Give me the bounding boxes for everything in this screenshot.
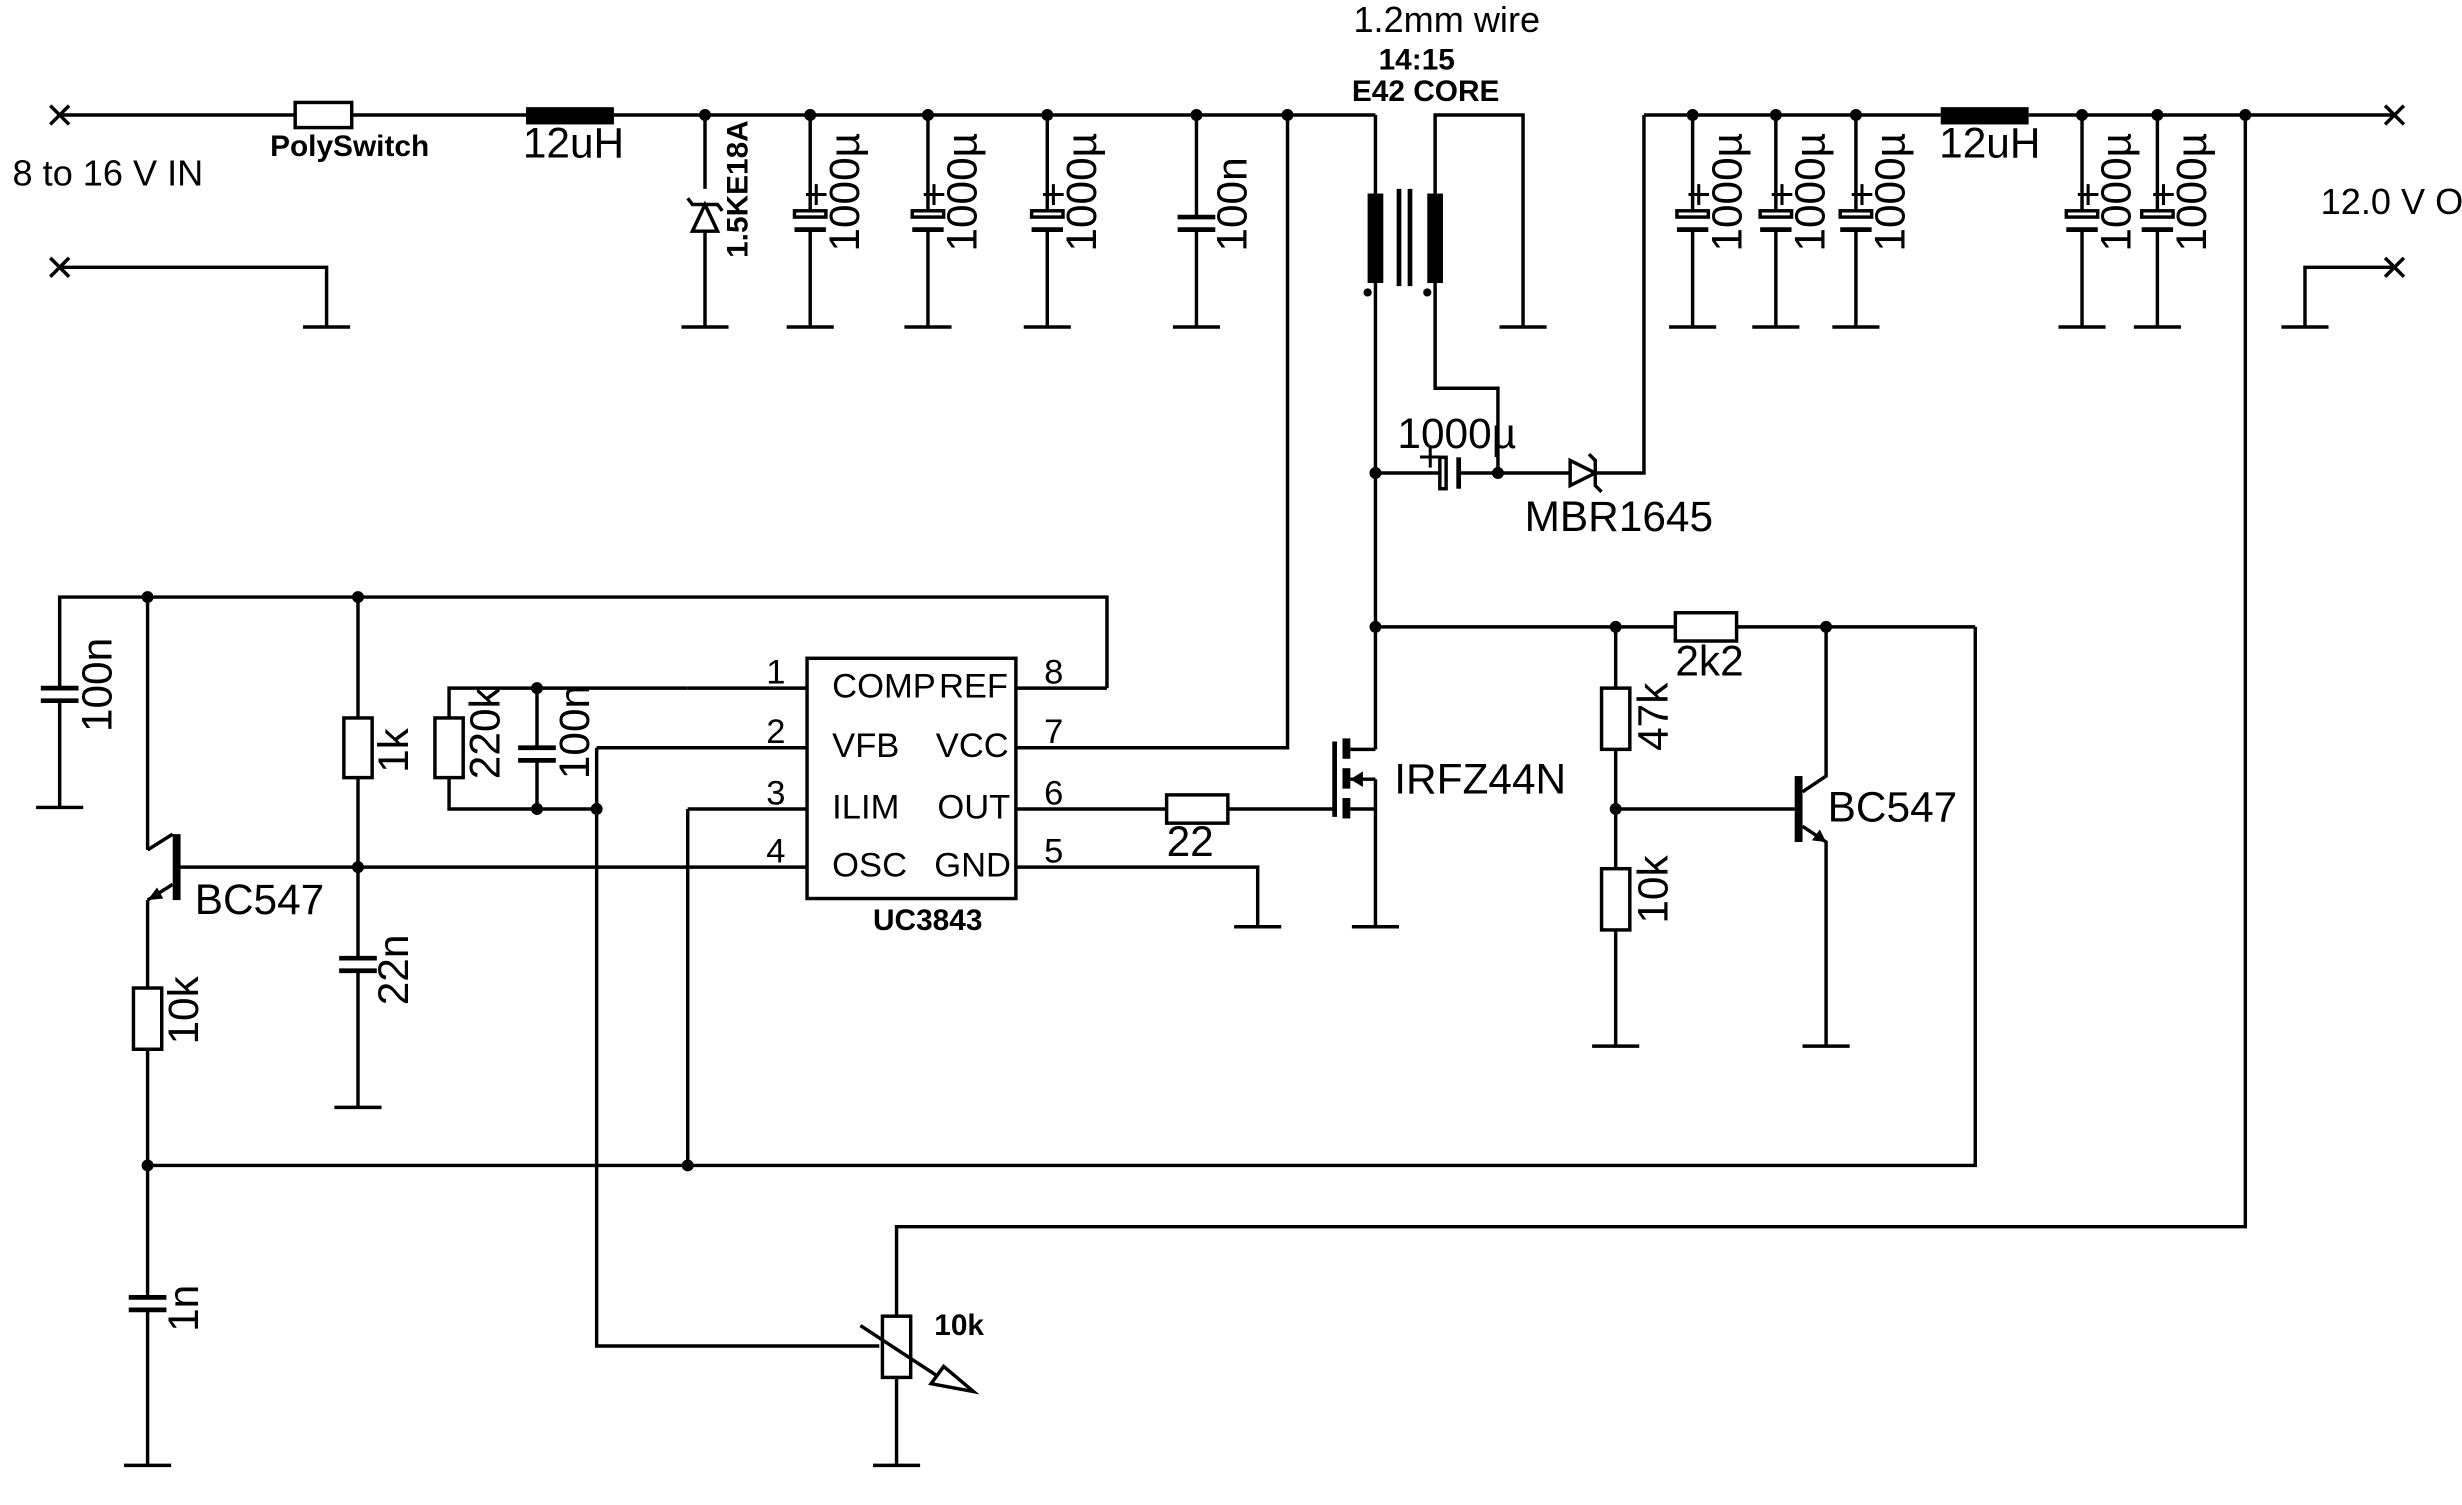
input-electrolytic-cap-2 [904,115,952,329]
output-cap-4-plus: + [2076,171,2101,218]
transistor-bc547-right [1794,626,1850,1048]
transformer [1287,113,1547,474]
output-cap-4-label: 1000µ [2093,133,2140,252]
input-rail [49,100,1288,329]
ic-pin-2-name: VFB [832,727,899,765]
resistor-47k [1599,686,1632,752]
ic-pin-8-num: 8 [1044,653,1063,691]
input-ceramic-cap [1172,115,1221,329]
input-cap-1-plus: + [804,171,829,218]
output-cap-2 [1752,115,1800,329]
schottky-diode [1568,115,1646,494]
output-cap-5-label: 1000µ [2168,133,2215,252]
resistor-1k-label: 1k [370,727,417,773]
ic-pin-1-name: COMP [832,668,936,706]
cap-1n-label: 1n [160,1285,207,1332]
transformer-core-label: E42 CORE [1352,75,1500,108]
polyswitch-label: PolySwitch [270,130,429,163]
transformer-ratio-label: 14:15 [1379,43,1455,76]
output-cap-3-label: 1000µ [1867,133,1914,252]
input-voltage-label: 8 to 16 V IN [13,153,204,194]
ic-pin-3-name: ILIM [832,788,899,826]
output-cap-5-plus: + [2151,171,2176,218]
ic-pin-6-num: 6 [1044,774,1063,812]
output-cap-3-plus: + [1850,171,1875,218]
input-inductor [526,107,614,125]
feedback-wire [894,115,2248,1317]
ic-pin-5-num: 5 [1044,832,1063,870]
drain-sense-network [147,611,1977,1168]
mosfet-label: IRFZ44N [1394,755,1566,802]
transistor-right-label: BC547 [1828,784,1958,831]
resistor-10k-left [131,986,164,1051]
uc3843-ic [357,115,1290,929]
resistor-2k2-label: 2k2 [1675,638,1743,685]
input-cap-3-plus: + [1041,171,1066,218]
output-cap-1 [1669,115,1717,329]
resistor-10k-right [1599,866,1632,932]
input-ceramic-cap-label: 100n [1209,157,1256,251]
tvs-diode [681,115,729,329]
ic-name-label: UC3843 [873,904,982,937]
resistor-10k-left-label: 10k [160,975,207,1044]
output-voltage-label: 12.0 V OUT [2321,181,2462,222]
input-electrolytic-cap-3 [1023,115,1071,329]
output-cap-1-label: 1000µ [1703,133,1750,252]
input-electrolytic-cap-1 [786,115,834,329]
input-cap-2-plus: + [922,171,947,218]
output-cap-3 [1832,115,1880,329]
resistor-220k [433,716,465,780]
ic-body [805,656,1018,901]
resistor-47k-label: 47k [1630,682,1677,751]
output-inductor-label: 12uH [1939,119,2040,166]
transistor-left-label: BC547 [195,876,325,923]
ic-pin-7-num: 7 [1044,713,1063,751]
ic-pin-8-name: REF [939,668,1008,706]
input-cap-1-label: 1000µ [821,133,868,252]
potentiometer [859,1314,980,1468]
ic-pin-7-name: VCC [936,727,1009,765]
output-inductor [1940,107,2029,125]
input-inductor-label: 12uH [523,119,624,166]
coupling-cap-label: 1000µ [1397,410,1516,457]
transformer-wire-label: 1.2mm wire [1353,0,1540,40]
ic-pin-3-num: 3 [766,774,785,812]
input-cap-2-label: 1000µ [939,133,986,252]
resistor-10k-right-label: 10k [1630,855,1677,924]
cap-22n-label: 22n [370,935,417,1006]
output-cap-2-label: 1000µ [1787,133,1834,252]
ic-pin-5-name: GND [934,847,1011,885]
diode-label: MBR1645 [1525,493,1713,540]
gate-resistor-label: 22 [1167,818,1214,865]
polyswitch-fuse [293,100,354,130]
coupling-cap-plus: + [1418,433,1443,480]
junction-dots [141,109,2252,1172]
input-cap-3-label: 1000µ [1058,133,1105,252]
tvs-label: 1.5KE18A [721,120,754,258]
ic-pin-1-num: 1 [766,653,785,691]
resistor-1k [342,716,374,780]
ic-pin-4-num: 4 [766,832,785,870]
transistor-bc547-left [124,597,358,1468]
output-cap-5 [2133,115,2181,329]
output-cap-4 [2058,115,2106,329]
comp-network [433,686,880,1348]
coupling-capacitor [1375,455,1571,491]
output-cap-1-plus: + [1686,171,1711,218]
ic-pin-6-name: OUT [937,788,1010,826]
ic-pin-4-name: OSC [832,847,907,885]
ic-pin-2-num: 2 [766,713,785,751]
mosfet-irfz44n [1227,473,1400,929]
output-cap-2-plus: + [1770,171,1795,218]
ref-cap-label: 100n [73,638,120,732]
pot-label: 10k [934,1309,984,1342]
gate-resistor [1015,793,1230,825]
resistor-220k-label: 220k [461,686,508,779]
comp-cap-label: 100n [551,685,598,779]
